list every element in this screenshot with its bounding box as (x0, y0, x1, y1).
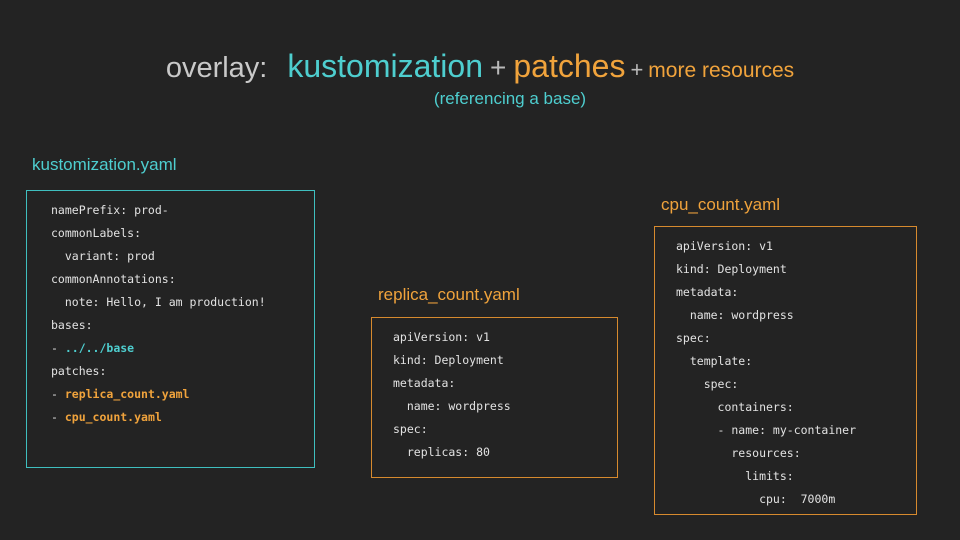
code-token: replica_count.yaml (64, 387, 190, 401)
code-line: spec: (676, 327, 856, 350)
code-line: cpu: 7000m (676, 488, 856, 511)
code-token: namePrefix: prod- (51, 203, 169, 217)
code-token: kind: Deployment (676, 262, 787, 276)
code-line: - replica_count.yaml (51, 383, 266, 406)
code-token: variant: prod (51, 249, 155, 263)
code-line: - cpu_count.yaml (51, 406, 266, 429)
code-line: commonAnnotations: (51, 268, 266, 291)
code-line: containers: (676, 396, 856, 419)
code-token: metadata: (676, 285, 739, 299)
heading-overlay-label: overlay: (165, 52, 268, 84)
code-line: spec: (393, 418, 511, 441)
code-token: cpu: 7000m (676, 492, 836, 506)
code-line: namePrefix: prod- (51, 199, 266, 222)
subheading-text: (referencing a base) (433, 89, 587, 108)
heading-plus-1: + (490, 52, 507, 83)
code-token: resources: (676, 446, 801, 460)
code-line: bases: (51, 314, 266, 337)
code-token: - (51, 387, 65, 401)
code-line: template: (676, 350, 856, 373)
slide-subheading: (referencing a base) (0, 89, 960, 109)
code-line: patches: (51, 360, 266, 383)
code-line: apiVersion: v1 (393, 326, 511, 349)
code-token: commonLabels: (51, 226, 142, 240)
code-line: spec: (676, 373, 856, 396)
code-line: name: wordpress (676, 304, 856, 327)
code-token: apiVersion: v1 (393, 330, 490, 344)
code-line: metadata: (676, 281, 856, 304)
code-token: metadata: (393, 376, 456, 390)
code-block-kustomization: namePrefix: prod-commonLabels: variant: … (51, 199, 266, 429)
code-token: kind: Deployment (393, 353, 504, 367)
code-token: - (51, 410, 65, 424)
code-line: variant: prod (51, 245, 266, 268)
heading-kustomization-word: kustomization (287, 48, 483, 84)
code-token: spec: (676, 331, 711, 345)
file-panel-label-replica-count: replica_count.yaml (378, 285, 520, 304)
code-token: cpu_count.yaml (64, 410, 162, 424)
code-token: bases: (51, 318, 93, 332)
code-token: name: wordpress (676, 308, 794, 322)
file-panel-box-replica-count (371, 317, 618, 478)
code-line: note: Hello, I am production! (51, 291, 266, 314)
code-line: kind: Deployment (676, 258, 856, 281)
code-line: limits: (676, 465, 856, 488)
file-panel-box-cpu-count (654, 226, 917, 515)
slide-heading: overlay:kustomization+patches+more resou… (0, 50, 960, 83)
code-token: commonAnnotations: (51, 272, 176, 286)
code-line: kind: Deployment (393, 349, 511, 372)
code-token: ../../base (64, 341, 135, 355)
heading-plus-2: + (630, 57, 644, 82)
code-line: commonLabels: (51, 222, 266, 245)
file-panel-label-kustomization: kustomization.yaml (32, 155, 177, 174)
code-token: spec: (393, 422, 428, 436)
code-token: - (51, 341, 65, 355)
file-panel-label-cpu-count: cpu_count.yaml (661, 195, 781, 214)
code-line: metadata: (393, 372, 511, 395)
code-line: replicas: 80 (393, 441, 511, 464)
code-line: - name: my-container (676, 419, 856, 442)
code-token: template: (676, 354, 753, 368)
heading-more-resources-word: more resources (648, 59, 795, 82)
code-token: replicas: 80 (393, 445, 490, 459)
code-line: resources: (676, 442, 856, 465)
code-line: name: wordpress (393, 395, 511, 418)
code-line: - ../../base (51, 337, 266, 360)
code-token: - name: my-container (676, 423, 857, 437)
code-token: name: wordpress (393, 399, 511, 413)
code-token: containers: (676, 400, 794, 414)
code-token: spec: (676, 377, 739, 391)
file-panel-box-kustomization (26, 190, 315, 468)
code-token: limits: (676, 469, 794, 483)
code-token: apiVersion: v1 (676, 239, 773, 253)
code-line: apiVersion: v1 (676, 235, 856, 258)
heading-line: overlay:kustomization+patches+more resou… (0, 50, 960, 83)
heading-patches-word: patches (513, 48, 626, 84)
code-token: note: Hello, I am production! (51, 295, 266, 309)
code-token: patches: (51, 364, 107, 378)
